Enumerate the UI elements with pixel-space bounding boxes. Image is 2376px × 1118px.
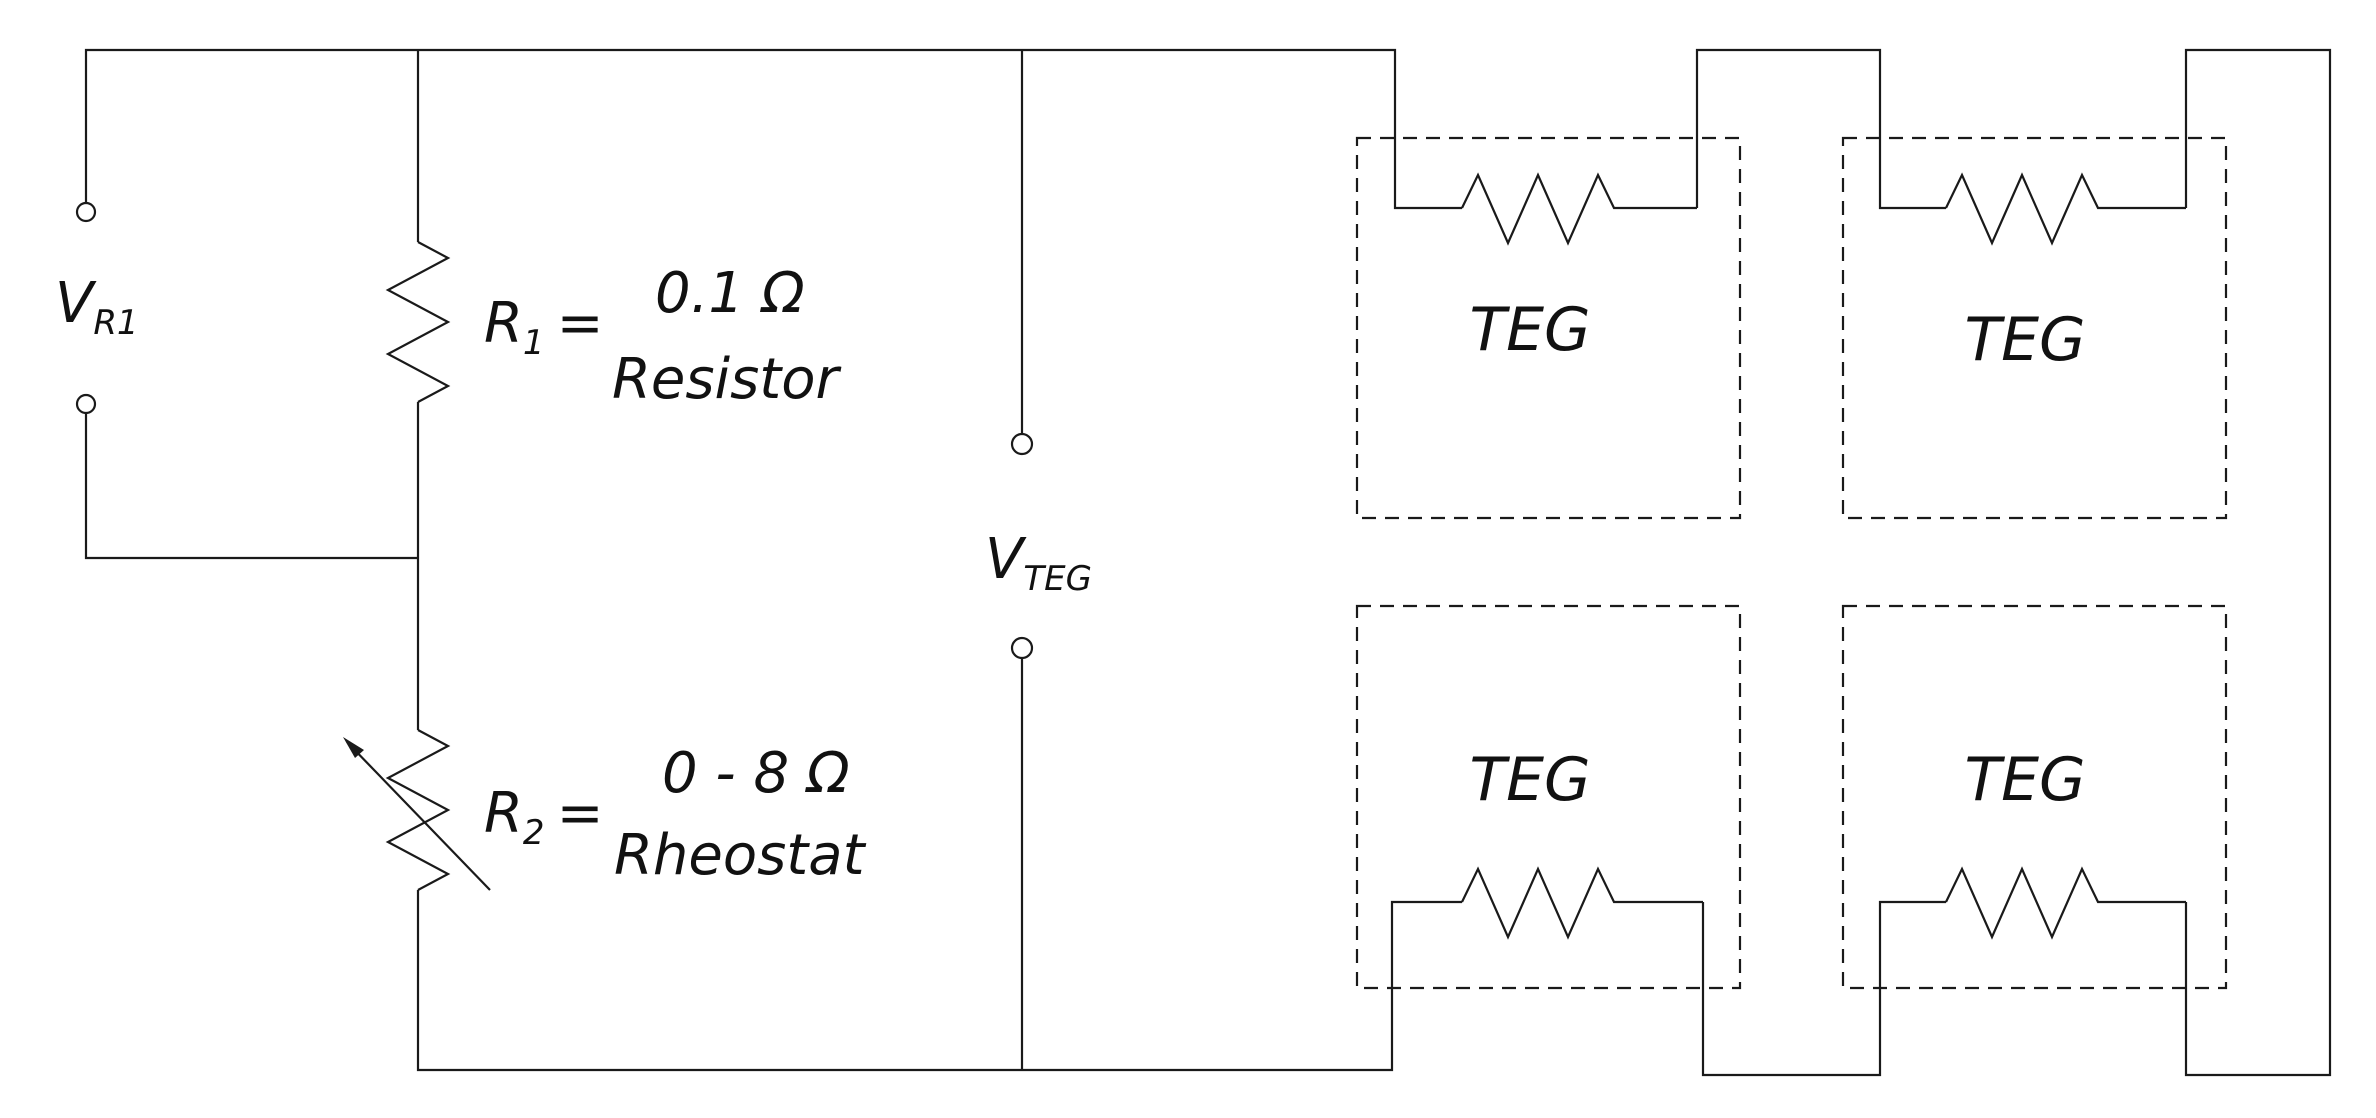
teg-module-4-label: TEG: [1964, 745, 2085, 815]
vteg-top-terminal: [1010, 432, 1034, 456]
vr1-top-terminal: [75, 201, 97, 223]
r1-value: 0.1 Ω: [655, 261, 805, 326]
r2-rheostat-arrow-head: [343, 737, 364, 758]
r2-label: R2=: [484, 781, 603, 853]
r2-value: 0 - 8 Ω: [662, 741, 850, 806]
r2-kind: Rheostat: [614, 823, 867, 888]
vteg-label: VTEG: [985, 527, 1092, 599]
vr1-bottom-lead: [84, 404, 418, 560]
bottom-return-wire: [416, 890, 1462, 1072]
teg-module-box-2: [1841, 136, 2228, 520]
vteg-bottom-terminal: [1010, 636, 1034, 660]
teg-module-2-label: TEG: [1964, 305, 2085, 375]
teg-module-1-label: TEG: [1469, 295, 1590, 365]
teg-1-internal-resistor: [1461, 172, 1697, 246]
r2-rheostat-arrow-shaft: [346, 741, 491, 891]
teg-module-3-label: TEG: [1469, 745, 1590, 815]
teg-interconnect-1-2: [1695, 48, 1946, 210]
teg-4-internal-resistor: [1945, 866, 2186, 940]
teg-module-box-3: [1355, 604, 1742, 990]
r1-label: R1=: [484, 291, 603, 363]
teg-3-internal-resistor: [1461, 866, 1703, 940]
vr1-bottom-terminal: [75, 393, 97, 415]
vr1-top-lead: [84, 48, 1462, 212]
teg-interconnect-4-3: [1701, 900, 1946, 1077]
r1-kind: Resistor: [612, 347, 841, 412]
vr1-label: VR1: [55, 271, 139, 343]
teg-interconnect-2-right-rail: [2184, 48, 2332, 1077]
r1-resistor-zigzag: [385, 241, 451, 403]
teg-2-internal-resistor: [1945, 172, 2186, 246]
teg-module-box-1: [1355, 136, 1742, 520]
r2-rheostat-zigzag: [385, 729, 451, 891]
teg-module-box-4: [1841, 604, 2228, 990]
